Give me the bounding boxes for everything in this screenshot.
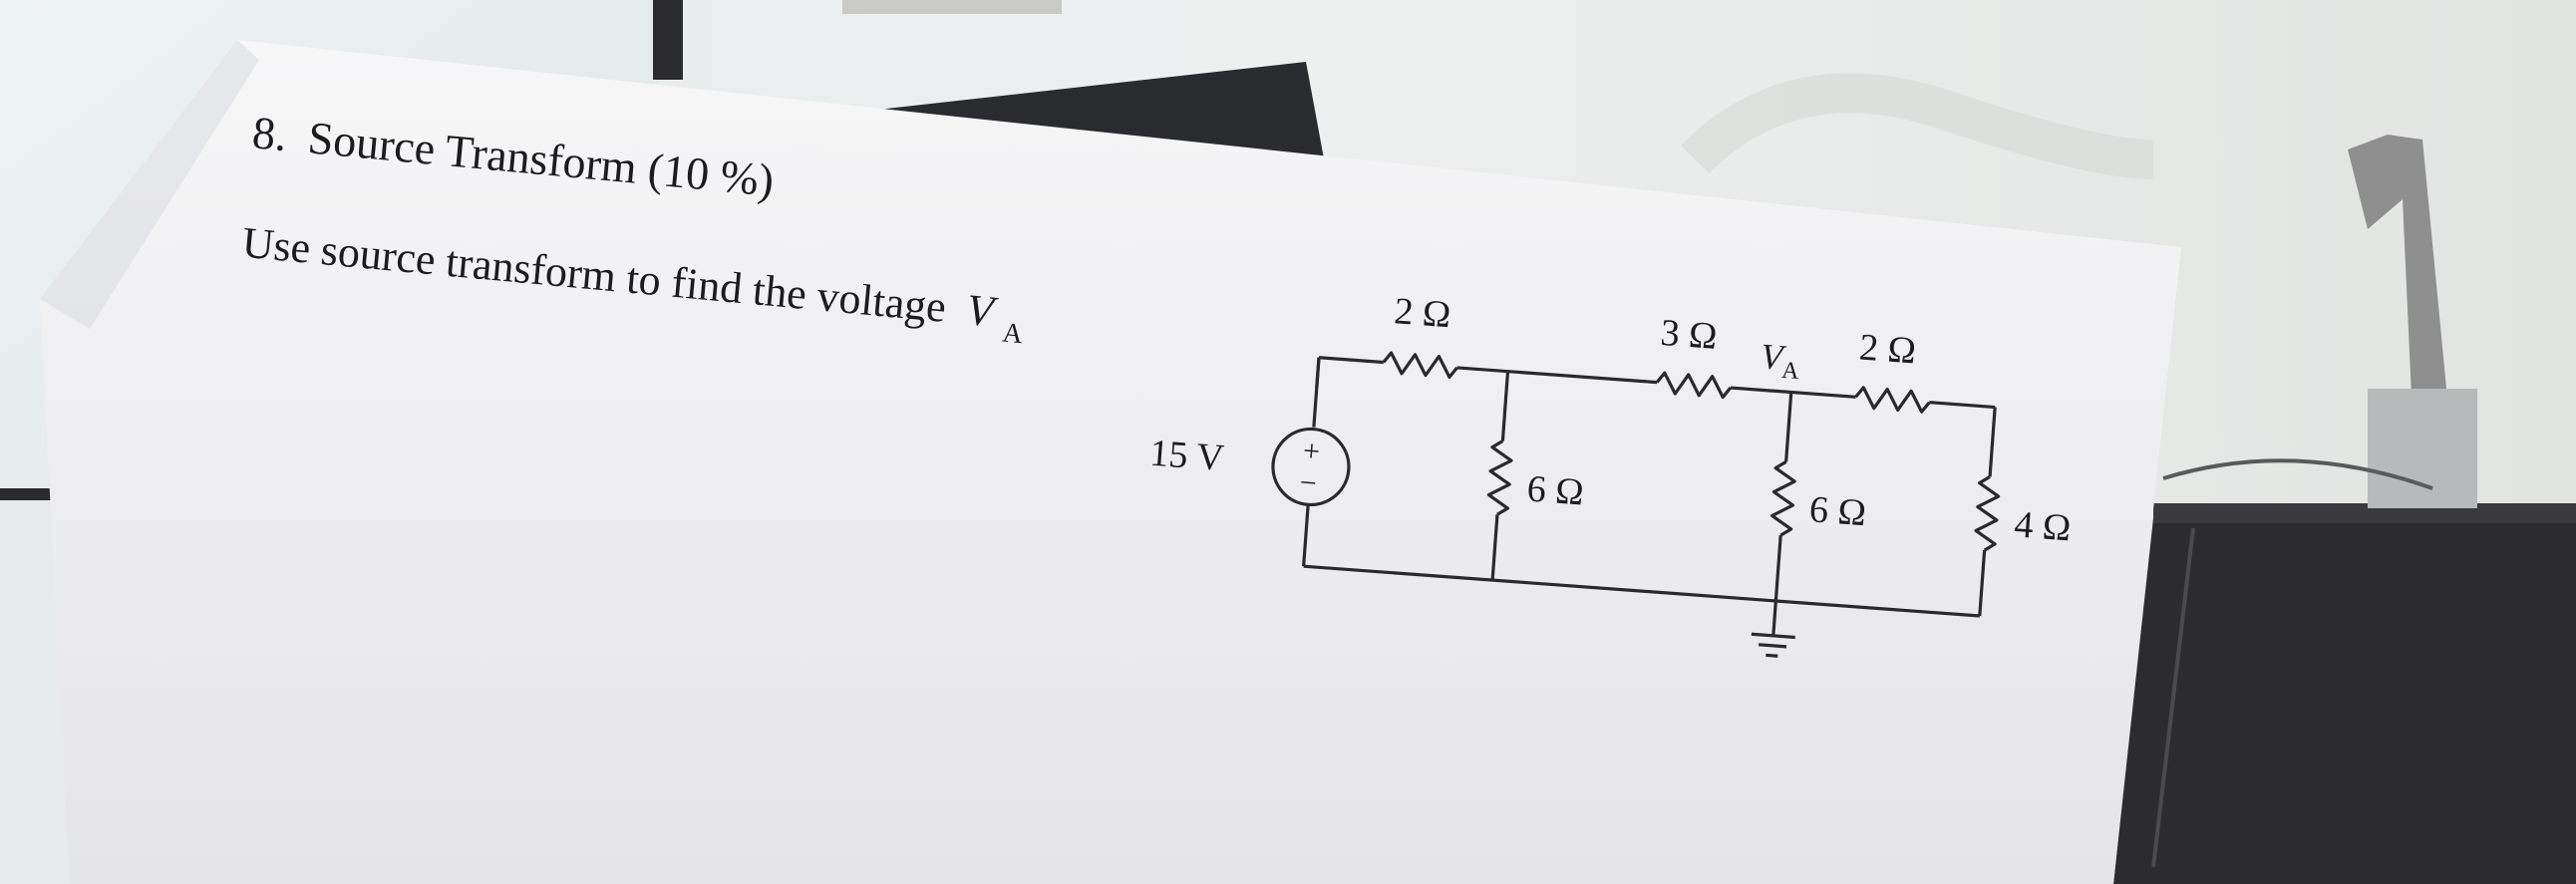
- ground-bar-3: [1766, 653, 1778, 658]
- cable: [2162, 458, 2433, 490]
- ground-bar-2: [1758, 643, 1787, 649]
- label-r-top-right: 2 Ω: [1858, 326, 1918, 372]
- dark-post: [653, 0, 683, 80]
- resistor-shunt-mid: [1771, 459, 1796, 537]
- wire-bottom-rail: [1303, 564, 1980, 618]
- dark-desk: [2113, 518, 2576, 884]
- resistor-top-mid: [1655, 371, 1733, 400]
- wire-shunt-left-top: [1500, 371, 1510, 442]
- wire-rail-b: [1456, 366, 1658, 385]
- resistor-shunt-right: [1974, 474, 2001, 552]
- wire-rail-c: [1730, 386, 1856, 399]
- paper-sheet: [40, 40, 2181, 884]
- label-r-top-mid: 3 Ω: [1659, 312, 1719, 358]
- wire-shunt-right-top: [1988, 407, 1997, 477]
- resistor-shunt-left: [1486, 440, 1513, 516]
- wire-source-up: [1312, 357, 1321, 428]
- label-r-shunt-right: 4 Ω: [2013, 503, 2073, 549]
- resistor-top-right: [1854, 386, 1931, 414]
- faucet-base: [2368, 389, 2477, 508]
- screen-bezel-bottom: [0, 488, 60, 500]
- faucet: [2348, 135, 2447, 419]
- circuit-diagram: + − 15 V 2 Ω 3 Ω VA 2 Ω 6 Ω 6 Ω 4 Ω: [1148, 290, 2073, 658]
- label-r-shunt-mid: 6 Ω: [1808, 488, 1868, 534]
- source-label: 15 V: [1148, 433, 1226, 479]
- cable-2: [2151, 527, 2195, 868]
- paper-shade: [40, 40, 259, 329]
- question-number: 8.: [250, 107, 289, 160]
- wire-rail-a: [1318, 356, 1384, 365]
- wire-shunt-right-bottom: [1978, 550, 1987, 617]
- instruction-sub: A: [1001, 317, 1025, 350]
- ground-bar-1: [1751, 632, 1795, 640]
- label-r-top-left: 2 Ω: [1393, 290, 1452, 336]
- desk-top-edge: [2153, 503, 2576, 523]
- source-plus: +: [1302, 435, 1321, 468]
- resistor-top-left: [1382, 351, 1458, 379]
- whiteboard-smudge: [1680, 73, 2154, 179]
- label-r-shunt-left: 6 Ω: [1525, 467, 1585, 513]
- wire-shunt-mid-top: [1784, 392, 1793, 462]
- wire-ground: [1771, 600, 1777, 636]
- instruction-var: V: [964, 285, 1000, 337]
- wire-source-down: [1302, 504, 1310, 567]
- node-var: VA: [1759, 336, 1801, 385]
- source-minus: −: [1299, 466, 1318, 500]
- wire-shunt-mid-bottom: [1773, 535, 1782, 602]
- ceiling-fixture: [842, 0, 1062, 14]
- wire-rail-d: [1929, 401, 1996, 410]
- wire-shunt-left-bottom: [1490, 514, 1499, 581]
